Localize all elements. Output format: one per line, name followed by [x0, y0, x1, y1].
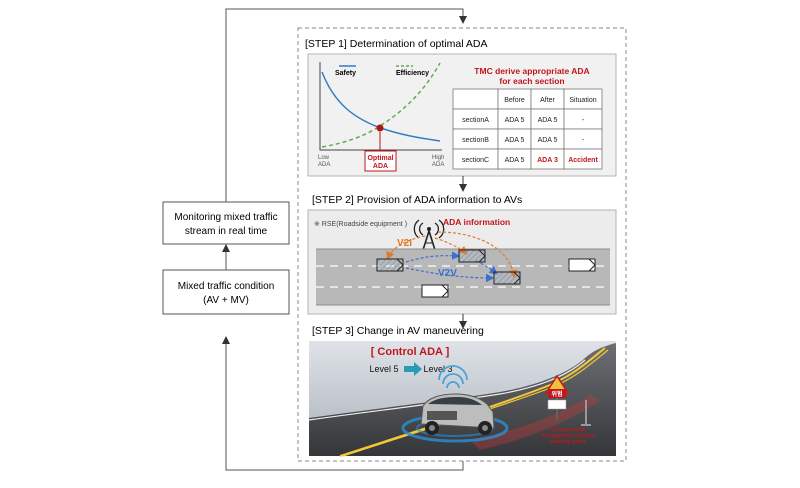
feedback-loop	[222, 8, 467, 471]
mv-vehicle-1	[568, 258, 596, 272]
tmc-caption-line1: TMC derive appropriate ADA	[474, 66, 589, 76]
table-header-cell: Situation	[569, 97, 596, 104]
table-header-cell: After	[540, 97, 555, 104]
table-cell-text: sectionC	[462, 157, 489, 164]
mixed-traffic-line1: Mixed traffic condition	[178, 281, 275, 292]
loop-top-line	[225, 8, 467, 202]
v2v-link-2	[405, 267, 495, 283]
v2i-label: V2I	[397, 238, 412, 249]
table-cell-text: ADA 5	[505, 157, 525, 164]
process-frame	[297, 27, 627, 462]
efficiency-legend-label: Efficiency	[396, 70, 429, 77]
level-from-label: Level 5	[369, 364, 398, 374]
v2i-link-right	[437, 231, 518, 279]
av-vehicle-1	[376, 258, 404, 272]
table-cell	[452, 88, 499, 110]
road-center-line	[339, 347, 606, 457]
table-cell-text: ADA 5	[505, 117, 525, 124]
step2-title: [STEP 2] Provision of ADA information to…	[312, 194, 522, 206]
level-change-arrow-icon	[404, 362, 422, 376]
table-cell	[563, 148, 603, 170]
table-header-cell: Before	[504, 97, 525, 104]
axis-high-label-2: ADA	[432, 162, 444, 168]
mixed-traffic-box: Mixed traffic condition (AV + MV)	[162, 269, 290, 315]
optimal-point	[376, 124, 384, 132]
table-cell-text: -	[582, 117, 585, 124]
mixed-traffic-line2: (AV + MV)	[203, 295, 249, 306]
av-vehicle-3	[493, 271, 521, 285]
ada-table: Before After Situation sectionA ADA 5 ADA 5 - s…	[452, 88, 603, 170]
monitoring-box: Monitoring mixed traffic stream in real …	[162, 201, 290, 245]
monitoring-line1: Monitoring mixed traffic	[174, 212, 277, 223]
sign-caption-line1: Concentrated	[550, 427, 585, 433]
av-vehicle-2	[458, 249, 486, 263]
warning-sign-text: 위험	[551, 390, 562, 398]
axis-low-label-2: ADA	[318, 162, 330, 168]
efficiency-curve	[321, 62, 441, 148]
tmc-caption-line2: for each section	[499, 76, 564, 86]
axis-high-label: High	[432, 155, 444, 161]
sign-caption-line3: starting point	[550, 439, 585, 445]
table-cell-text: ADA 5	[538, 137, 558, 144]
monitoring-line2: stream in real time	[185, 226, 268, 237]
autonomous-car-icon	[401, 393, 509, 443]
red-zone-highlight	[470, 395, 600, 450]
control-ada-label: [ Control ADA ]	[371, 346, 450, 358]
sign-caption-line2: management section	[541, 433, 596, 439]
v2v-label: V2V	[438, 268, 457, 279]
tradeoff-chart: Safety Efficiency Low ADA High ADA Optim…	[318, 62, 444, 172]
table-cell-text: ADA 3	[537, 157, 558, 164]
wireless-signal-icon	[438, 365, 468, 389]
optimal-ada-line1: Optimal	[367, 155, 393, 162]
warning-sign-icon: 위험	[544, 374, 570, 420]
table-cell-text: Accident	[568, 157, 598, 164]
table-cell-text: ADA 5	[538, 117, 558, 124]
axis-low-label: Low	[318, 155, 330, 161]
ada-information-label: ADA information	[443, 217, 510, 227]
chart-y-axis	[319, 62, 442, 151]
rse-label: ※ RSE(Roadside equipment )	[314, 221, 407, 228]
table-cell-text: sectionA	[462, 117, 489, 124]
loop-bottom-line	[222, 336, 464, 471]
step1-title: [STEP 1] Determination of optimal ADA	[305, 38, 487, 50]
v2i-link-left	[386, 235, 426, 261]
section-marker-post	[581, 400, 591, 426]
roadside-antenna-icon	[413, 219, 445, 251]
safety-legend-label: Safety	[335, 70, 356, 77]
step3-title: [STEP 3] Change in AV maneuvering	[312, 325, 484, 337]
table-cell-text: sectionB	[462, 137, 489, 144]
road-edge-line	[308, 359, 586, 421]
level-to-label: Level 3	[423, 364, 452, 374]
v2v-link-1	[405, 251, 461, 263]
optimal-ada-line2: ADA	[373, 163, 388, 170]
mv-vehicle-2	[421, 284, 449, 298]
table-cell-text: -	[582, 137, 585, 144]
table-cell-text: ADA 5	[505, 137, 525, 144]
optimal-ada-box	[364, 150, 397, 172]
